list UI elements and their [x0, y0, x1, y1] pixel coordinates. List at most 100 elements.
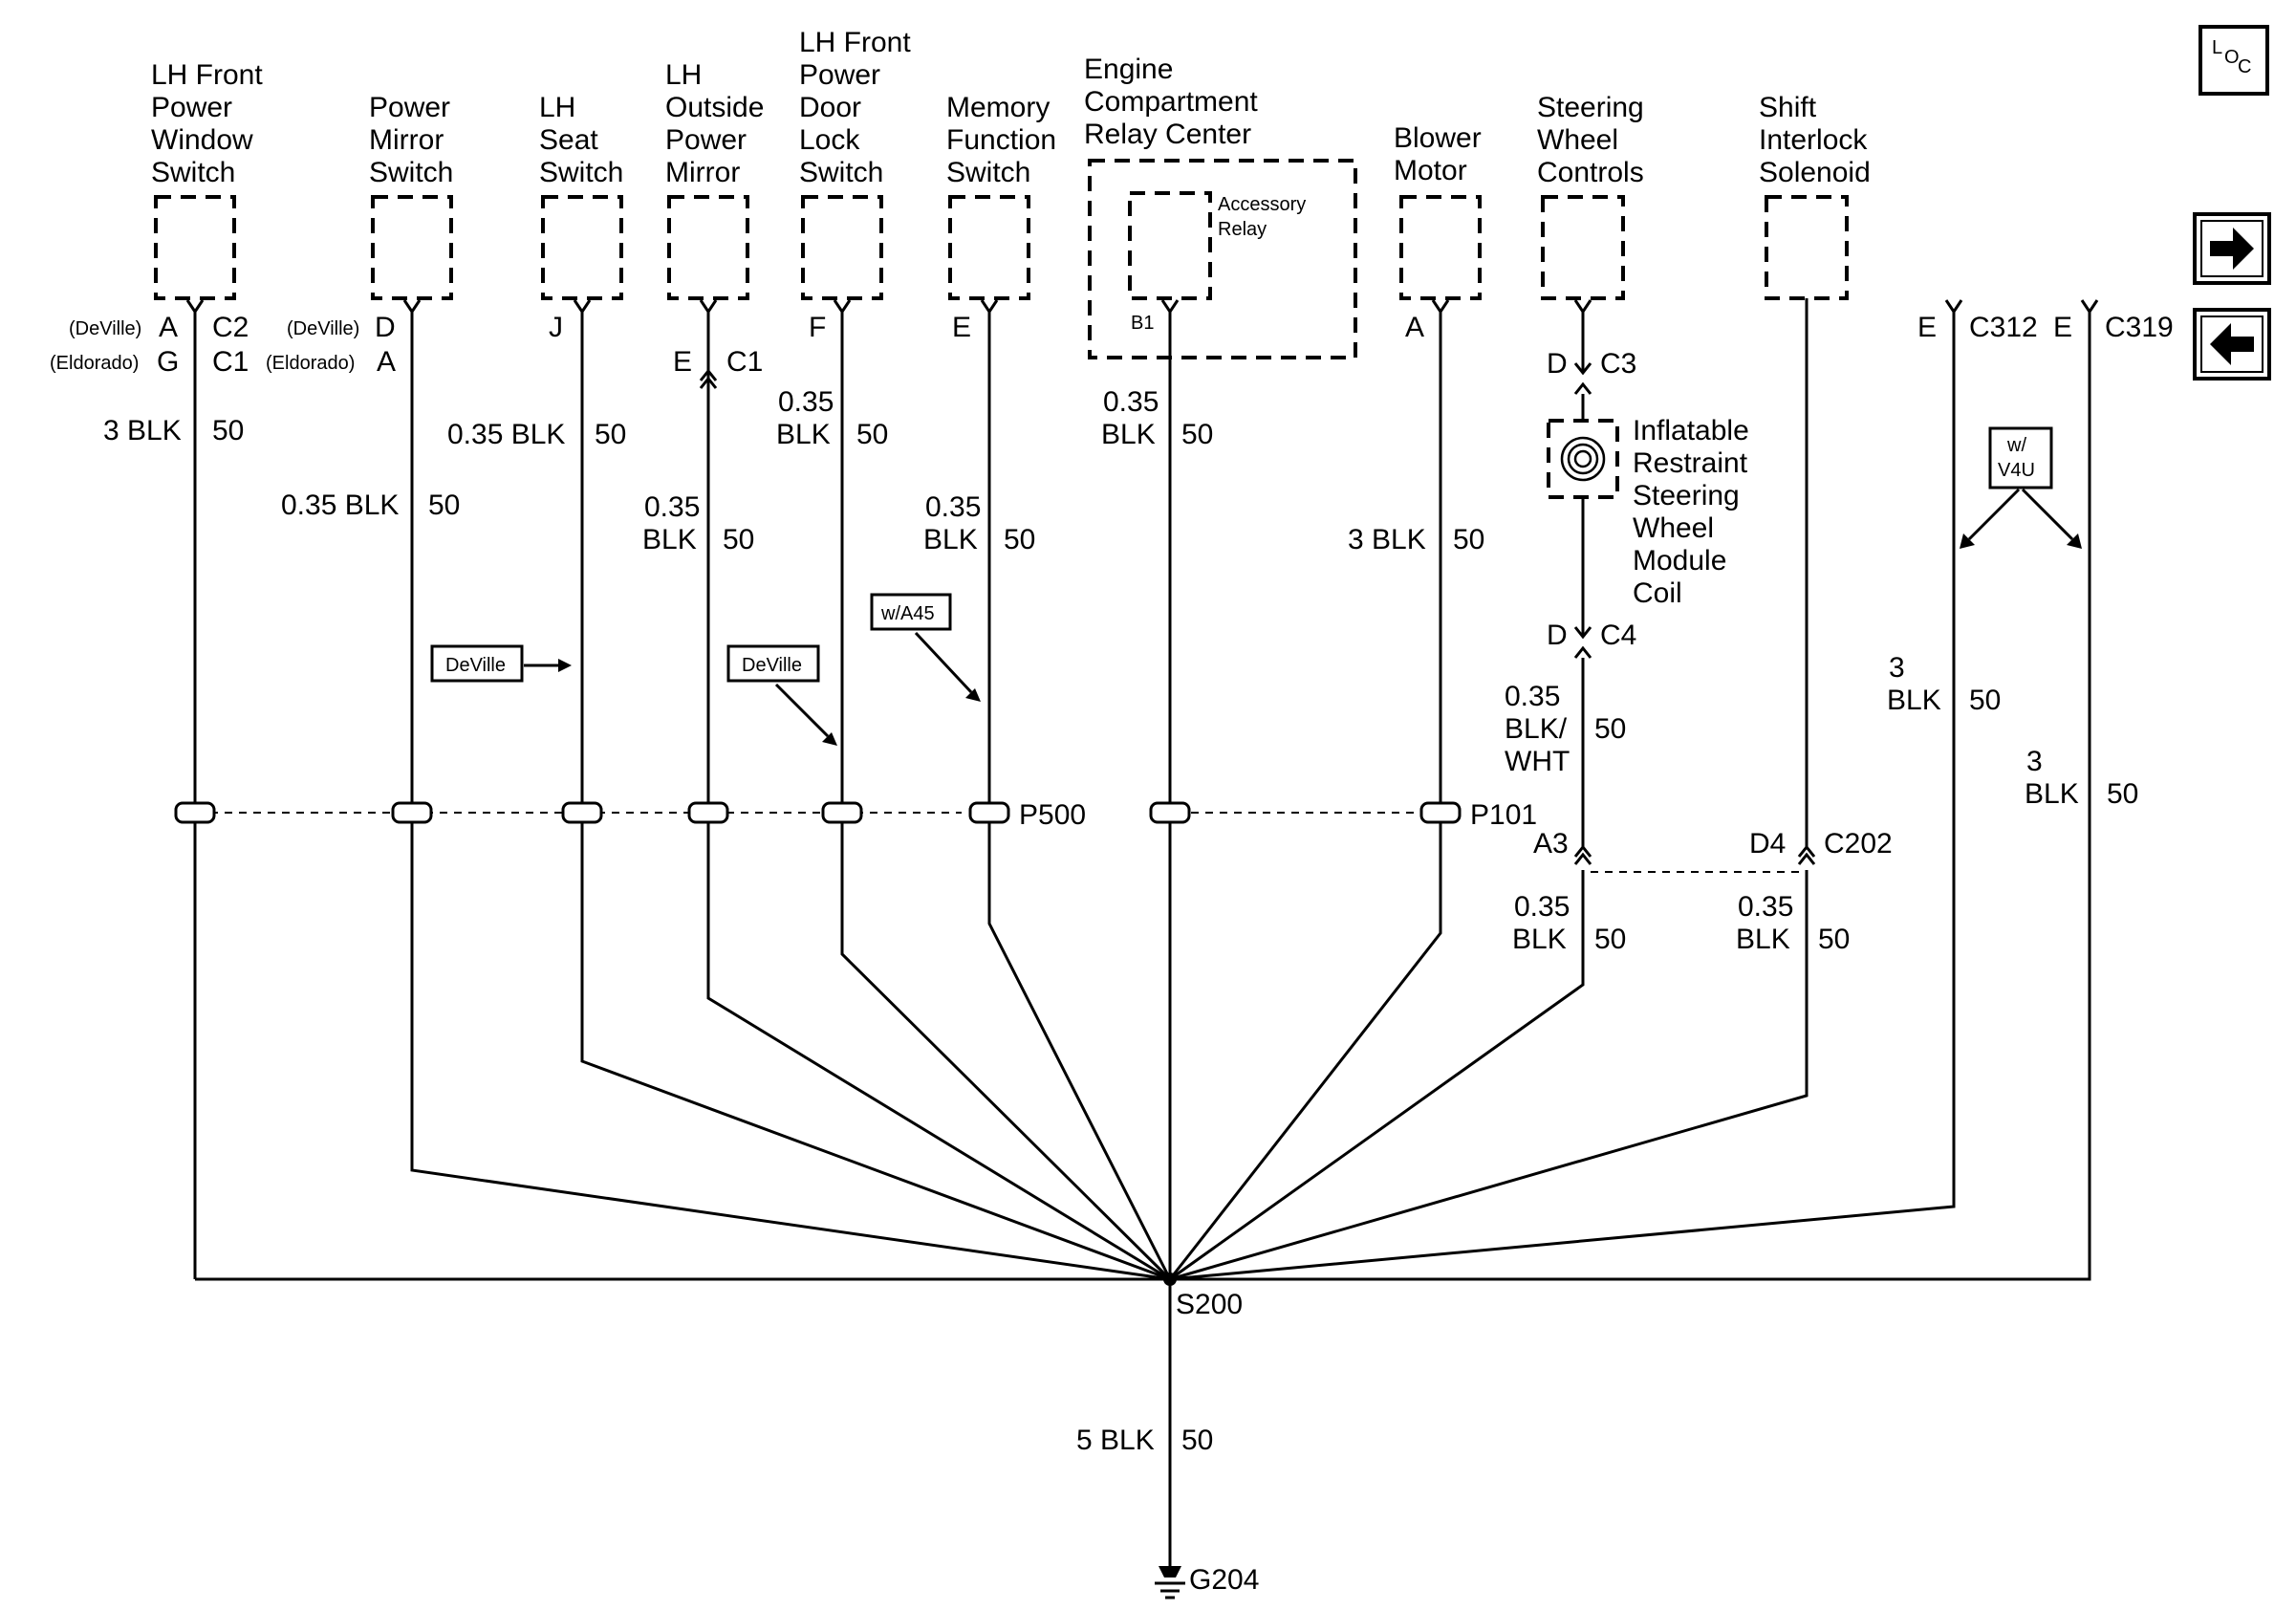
w11-gauge-1: 3 [1889, 652, 1905, 684]
door-lock-switch-label-4: Lock [799, 124, 860, 156]
memory-switch-label-2: Function [946, 124, 1056, 156]
v4u-tag-box [1988, 426, 2053, 490]
deville-tag-2-box [726, 644, 820, 683]
wire-memory-switch [987, 312, 1172, 1280]
relay-center-label-1: Engine [1084, 54, 1173, 85]
wire-c312 [1169, 312, 1956, 1281]
a45-tag: w/A45 [880, 603, 935, 624]
steering-controls-label-3: Controls [1537, 157, 1644, 188]
w2-circuit: 50 [428, 490, 460, 521]
mirror-switch-label-1: Power [369, 92, 450, 123]
w3-gauge: 0.35 BLK [447, 419, 565, 450]
relay-center-label-2: Compartment [1084, 86, 1258, 118]
deville-tag-1: DeVille [445, 655, 506, 676]
outside-mirror-label-1: LH [665, 59, 702, 91]
outside-mirror-pin: E [673, 346, 692, 378]
wire-shift-interlock [1169, 870, 1809, 1281]
airbag-label-1: Inflatable [1633, 415, 1749, 446]
connector-d4-a [1797, 844, 1816, 858]
deville-tag-2: DeVille [742, 655, 802, 676]
window-deville-pin: A [159, 312, 178, 343]
airbag-coil: Inflatable Restraint Steering Wheel Modu… [1547, 415, 1749, 609]
v4u-arrow-right [2021, 488, 2074, 541]
mirror-switch-label-3: Switch [369, 157, 453, 188]
connector-memory-switch [980, 299, 999, 315]
memory-switch-pin: E [952, 312, 971, 343]
w9-gauge-3: WHT [1505, 746, 1570, 777]
connector-outside-mirror-top [699, 299, 718, 315]
airbag-label-4: Wheel [1633, 512, 1714, 544]
pass-throughs: P500 P101 [174, 799, 1537, 831]
connector-mirror-c1-a [699, 368, 718, 381]
w12-gauge-2: BLK [2025, 778, 2079, 810]
grommet-4 [687, 801, 729, 824]
next-page-button[interactable] [2193, 212, 2271, 285]
seat-switch-label-1: LH [539, 92, 575, 123]
p500-label: P500 [1019, 799, 1086, 831]
component-labels: LH Front Power Window Switch Power Mirro… [151, 27, 1871, 188]
arrow-left-icon [2210, 323, 2254, 365]
loc-letter-o: O [2224, 47, 2240, 68]
w7-circuit: 50 [1181, 419, 1213, 450]
c202-d4: D4 [1749, 828, 1786, 859]
c312-label: C312 [1969, 312, 2038, 343]
mirror-switch-deville-pin: D [375, 312, 396, 343]
w4-gauge-1: 0.35 [644, 491, 700, 523]
w9-gauge-2: BLK/ [1505, 713, 1568, 745]
accessory-relay-label-1: Accessory [1218, 194, 1306, 215]
window-eldorado-conn: C1 [212, 346, 249, 378]
connector-door-lock [833, 299, 852, 315]
w9-gauge-1: 0.35 [1505, 681, 1560, 712]
window-switch-box [154, 195, 236, 300]
blower-motor-label-1: Blower [1394, 122, 1482, 154]
mirror-switch-label-2: Mirror [369, 124, 444, 156]
wire-c319-and-bus [195, 312, 2091, 1281]
door-lock-switch-label-5: Switch [799, 157, 883, 188]
steering-controls-label-1: Steering [1537, 92, 1644, 123]
grommet-8 [1419, 801, 1462, 824]
location-button[interactable]: L O C [2199, 25, 2269, 96]
v4u-arrowhead-left [1960, 533, 1975, 549]
connector-d4-b [1797, 852, 1816, 865]
wire-mirror-switch [410, 312, 1171, 1281]
window-switch-label-3: Window [151, 124, 253, 156]
wire-labels: 3 BLK 50 0.35 BLK 50 0.35 BLK 50 0.35 BL… [103, 386, 2138, 1456]
w10-gauge-1: 0.35 [1738, 891, 1793, 923]
shift-interlock-label-2: Interlock [1759, 124, 1868, 156]
w1-gauge: 3 BLK [103, 415, 182, 446]
steering-controls-box [1541, 195, 1625, 300]
w11-gauge-2: BLK [1887, 685, 1941, 716]
coil-mid-icon [1567, 443, 1599, 475]
accessory-relay-box [1128, 191, 1212, 300]
steering-controls-label-2: Wheel [1537, 124, 1618, 156]
p101-label: P101 [1470, 799, 1537, 831]
wire-steering-a3 [1169, 870, 1585, 1281]
shift-interlock-label-3: Solenoid [1759, 157, 1871, 188]
door-lock-switch-label-3: Door [799, 92, 861, 123]
connector-steering [1573, 299, 1592, 315]
mirror-switch-eldorado-variant: (Eldorado) [266, 353, 355, 374]
steering-conn-c3: C3 [1600, 348, 1636, 380]
c202-a3: A3 [1533, 828, 1569, 859]
previous-page-button[interactable] [2193, 308, 2271, 381]
c319-pin: E [2053, 312, 2072, 343]
connector-c312 [1944, 299, 1963, 315]
wire-seat-switch [580, 312, 1171, 1281]
option-tags: DeVille DeVille w/A45 w/ V4U [430, 426, 2082, 746]
airbag-label-3: Steering [1633, 480, 1740, 511]
wire-door-lock-switch [840, 312, 1172, 1281]
grommet-1 [174, 801, 216, 824]
w9-circuit: 50 [1594, 713, 1626, 745]
memory-switch-label-1: Memory [946, 92, 1050, 123]
mirror-switch-deville-variant: (DeVille) [287, 318, 359, 339]
grommet-7 [1149, 801, 1191, 824]
blower-motor-box [1399, 195, 1482, 300]
connector-relay [1160, 299, 1180, 315]
connector-c4-top [1573, 626, 1592, 640]
w4-circuit: 50 [723, 524, 754, 555]
w8-circuit: 50 [1453, 524, 1484, 555]
w4-gauge-2: BLK [642, 524, 697, 555]
door-lock-switch-label-2: Power [799, 59, 880, 91]
splice-s200 [1163, 1273, 1177, 1286]
connector-mirror-switch [402, 299, 422, 315]
